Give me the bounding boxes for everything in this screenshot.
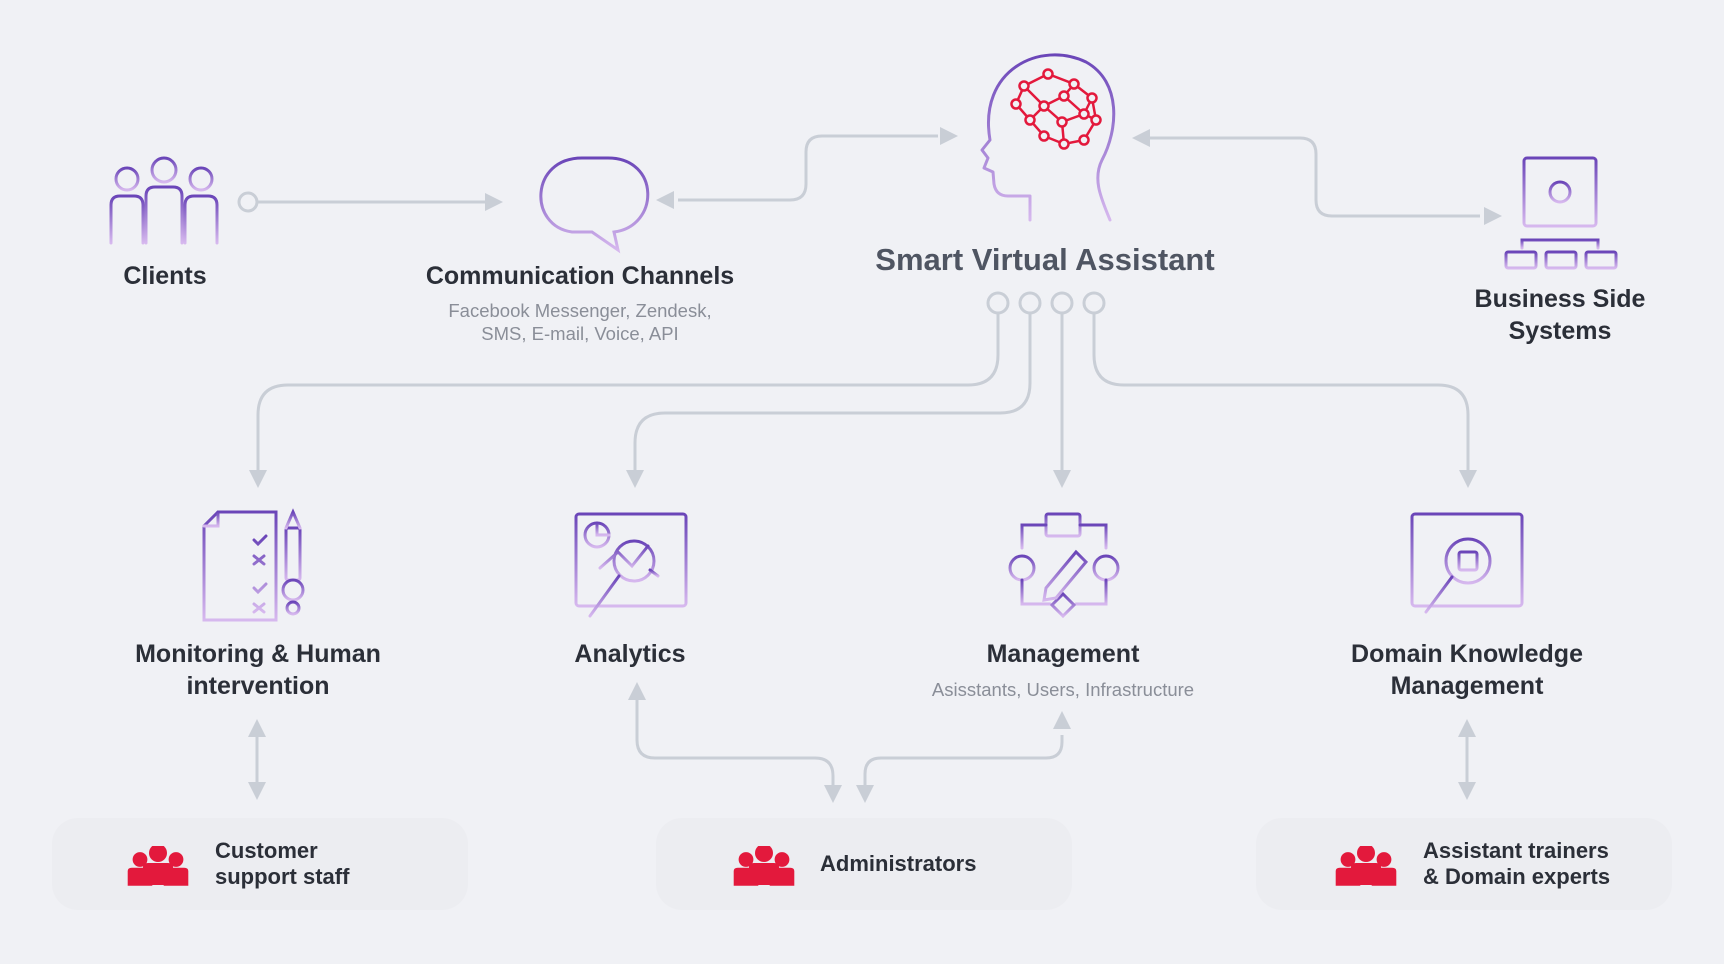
workflow-icon	[1008, 512, 1120, 619]
analytics-label: Analytics	[574, 640, 686, 668]
data-search-icon	[1410, 512, 1524, 614]
role-card-admins: Administrators	[656, 818, 1072, 910]
management-label: Management	[986, 640, 1140, 668]
channels-subtitle-line2: SMS, E-mail, Voice, API	[481, 323, 679, 344]
arrowhead-to-channels-back	[656, 191, 674, 209]
connector-to-analytics	[633, 313, 1032, 470]
arrowhead-to-assistant-left	[940, 127, 958, 145]
connectors	[237, 134, 1480, 790]
domain-label-line1: Domain Knowledge	[1351, 640, 1583, 668]
arrowhead-analytics	[626, 470, 644, 488]
monitoring-label-line1: Monitoring & Human	[135, 640, 381, 668]
arrowhead-domain-up	[1458, 719, 1476, 737]
connector-to-monitoring	[256, 313, 1000, 470]
channels-subtitle-line1: Facebook Messenger, Zendesk,	[448, 300, 712, 321]
channels-label: Communication Channels	[425, 262, 735, 290]
assistant-label: Smart Virtual Assistant	[875, 242, 1215, 277]
arrowhead-to-channels	[485, 193, 503, 211]
people-icon	[1334, 846, 1398, 888]
arrowhead-management	[1053, 470, 1071, 488]
role-card-support: Customer support staff	[52, 818, 468, 910]
arrowheads	[248, 127, 1502, 803]
monitoring-label-line2: intervention	[186, 672, 330, 700]
arrowhead-to-business	[1484, 207, 1502, 225]
connector-management-admins	[863, 735, 1064, 790]
trainers-label-line2: & Domain experts	[1423, 864, 1611, 889]
arrowhead-monitoring	[249, 470, 267, 488]
connector-assistant-business	[1150, 136, 1480, 218]
assistant-ports	[986, 291, 1106, 315]
arrowhead-analytics-up	[628, 682, 646, 700]
connector-clients-channels	[237, 191, 490, 213]
checklist-icon	[202, 508, 305, 622]
people-icon	[732, 846, 796, 888]
arrowhead-monitoring-up	[248, 719, 266, 737]
connector-channels-assistant	[678, 134, 938, 202]
arrowhead-to-assistant-right	[1132, 129, 1150, 147]
brain-head-icon	[980, 53, 1116, 222]
role-card-trainers: Assistant trainers & Domain experts	[1256, 818, 1672, 910]
business-label-line1: Business Side	[1474, 285, 1646, 313]
chat-bubble-icon	[539, 156, 650, 254]
business-label-line2: Systems	[1508, 317, 1612, 345]
server-network-icon	[1504, 156, 1618, 270]
arrowhead-admins-left	[824, 785, 842, 803]
arrowhead-domain	[1459, 470, 1477, 488]
people-group-icon	[109, 156, 219, 245]
arrowhead-management-up	[1053, 711, 1071, 729]
domain-label-line2: Management	[1390, 672, 1544, 700]
support-label-line2: support staff	[215, 864, 350, 889]
clients-label: Clients	[123, 262, 207, 290]
analytics-monitor-icon	[574, 512, 688, 618]
trainers-label-line1: Assistant trainers	[1423, 838, 1609, 863]
arrowhead-admins-right	[856, 785, 874, 803]
admins-label: Administrators	[820, 851, 977, 876]
management-subtitle: Asisstants, Users, Infrastructure	[931, 679, 1195, 700]
connector-to-domain	[1092, 313, 1470, 470]
people-icon	[126, 846, 190, 888]
arrowhead-trainers-down	[1458, 782, 1476, 800]
connector-analytics-admins	[635, 695, 835, 790]
arrowhead-support-down	[248, 782, 266, 800]
support-label-line1: Customer	[215, 838, 318, 863]
